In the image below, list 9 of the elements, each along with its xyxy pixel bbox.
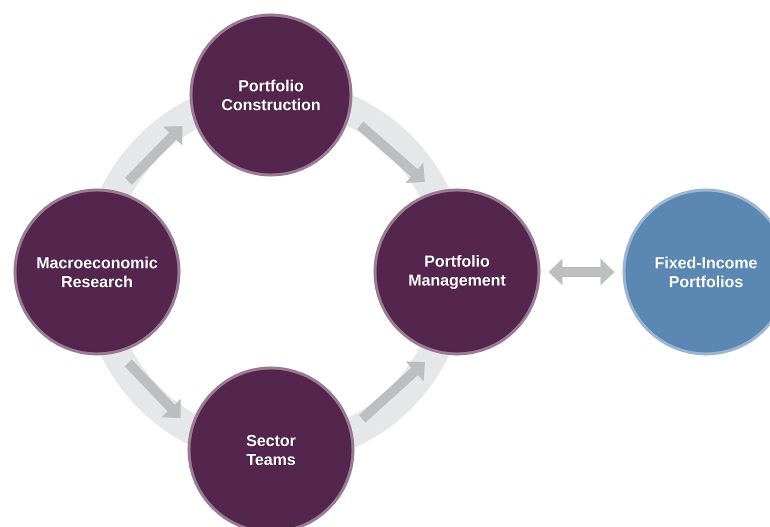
arrow xyxy=(356,122,425,183)
circle-node: Sector Teams xyxy=(188,366,354,527)
circle-node: Portfolio Management xyxy=(374,188,540,356)
circle-node: Fixed-Income Portfolios xyxy=(622,188,770,356)
circle-node: Macroeconomic Research xyxy=(14,188,180,356)
arrow xyxy=(124,359,181,418)
circle-node: Portfolio Construction xyxy=(190,14,352,176)
arrow xyxy=(124,126,182,185)
arrow xyxy=(358,361,425,423)
